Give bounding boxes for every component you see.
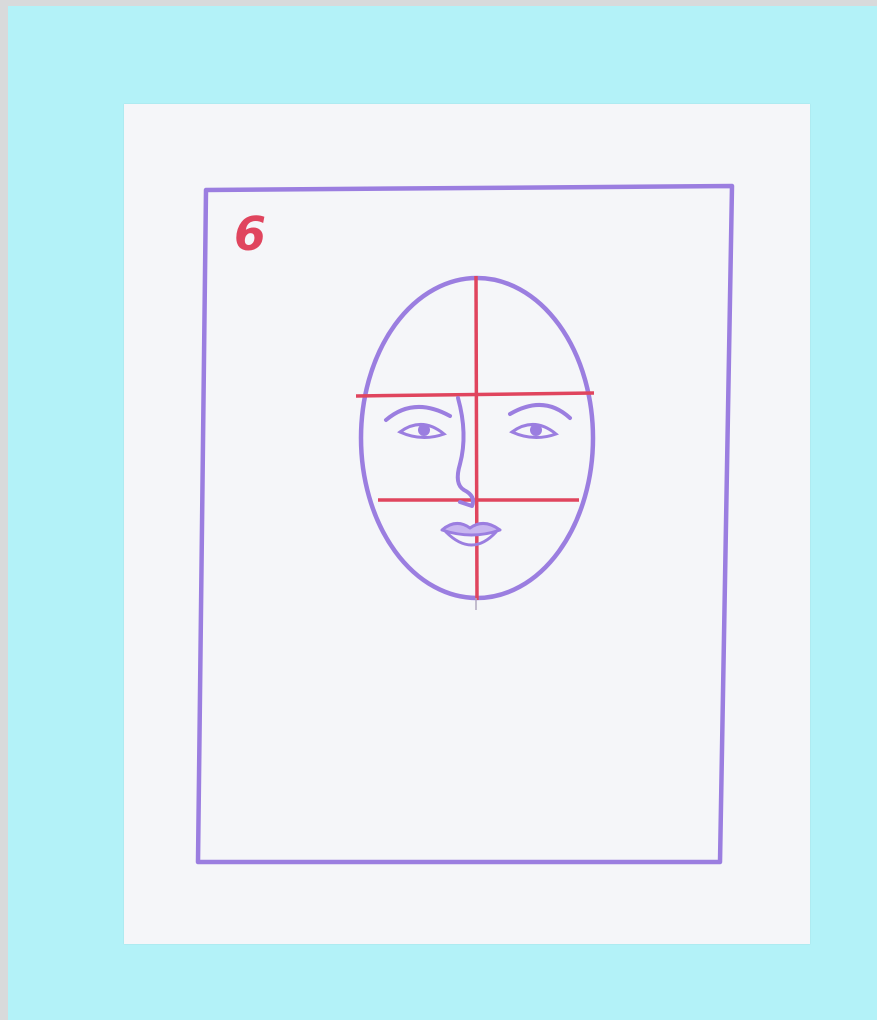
page-background: 6: [8, 6, 877, 1020]
nose: [458, 398, 473, 506]
mouth: [442, 523, 500, 545]
right-eye: [512, 424, 556, 438]
vertical-guide-line: [476, 276, 477, 600]
left-eye: [400, 424, 444, 438]
eye-guide-line: [356, 393, 594, 396]
left-eyebrow: [386, 407, 450, 420]
drawing-card: 6: [124, 104, 810, 944]
right-eyebrow: [510, 405, 570, 418]
face-drawing-illustration: 6: [124, 104, 810, 944]
step-number: 6: [234, 207, 266, 261]
